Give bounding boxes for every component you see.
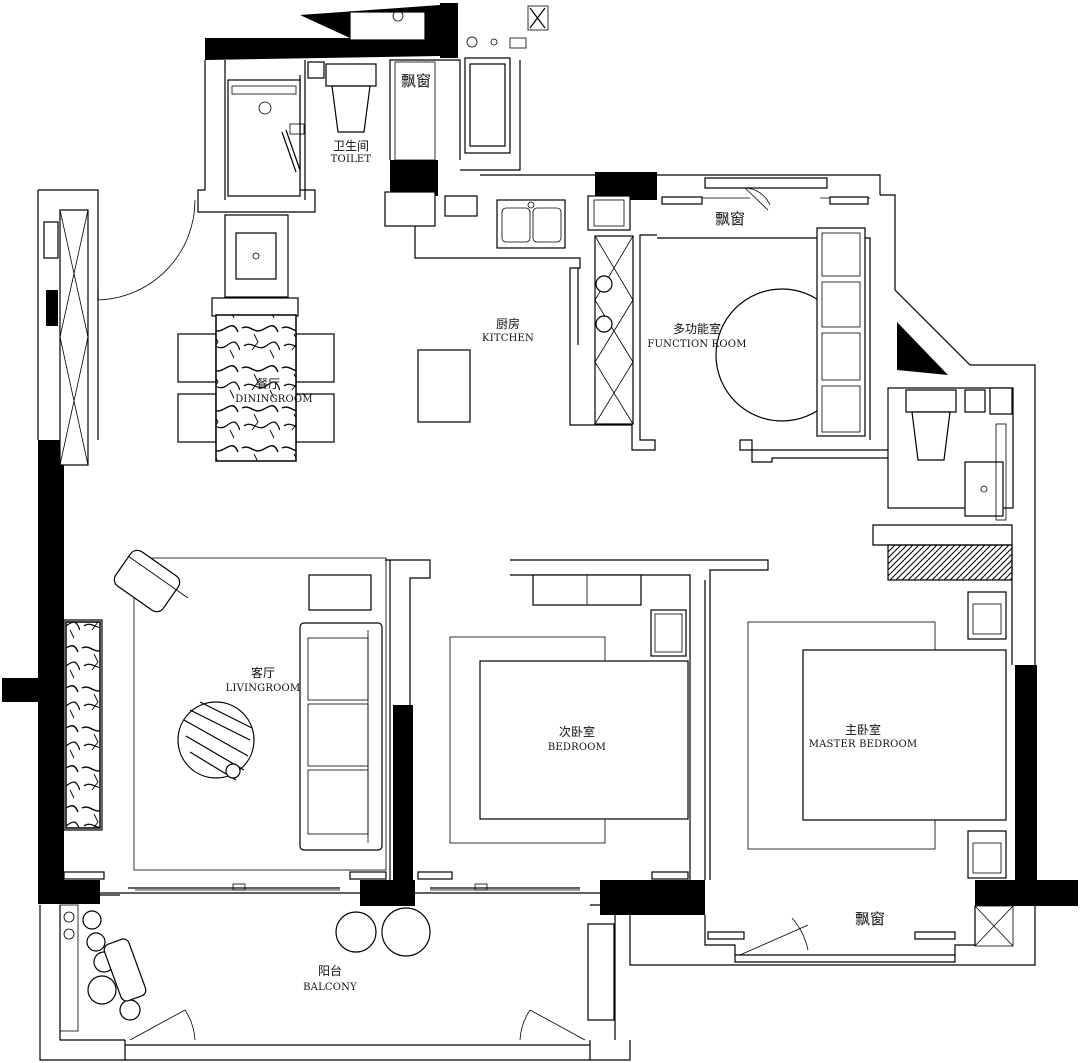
living-room: 客厅 LIVINGROOM [63, 549, 387, 871]
window-markers [63, 196, 956, 940]
sliding-doors [135, 883, 580, 891]
master-toilet [905, 389, 957, 461]
bedroom-label-en: BEDROOM [548, 742, 606, 753]
sofa [299, 622, 383, 851]
kitchen-label-zh: 厨房 [496, 316, 520, 331]
round-rug [177, 701, 255, 781]
bookshelf [816, 227, 866, 437]
toilet-label-zh: 卫生间 [333, 139, 369, 153]
function-room: 飘窗 多功能室 FUNCTION ROOM [647, 177, 948, 437]
kitchen-room: 厨房 KITCHEN [384, 191, 634, 425]
bay-window-master-label: 飘窗 [855, 910, 885, 928]
master-bedroom-label-zh: 主卧室 [845, 722, 881, 737]
function-room-label-en: FUNCTION ROOM [647, 339, 746, 350]
bay-window-top-label: 飘窗 [401, 72, 431, 90]
kitchen-label-en: KITCHEN [482, 333, 534, 344]
living-label-zh: 客厅 [251, 665, 275, 680]
bedroom-room: 次卧室 BEDROOM [449, 574, 689, 844]
dining-label-en: DININGROOM [235, 394, 313, 405]
master-bedroom-room: 主卧室 MASTER BEDROOM 飘窗 [739, 591, 1014, 956]
balcony-label-en: BALCONY [303, 982, 357, 993]
living-label-en: LIVINGROOM [226, 683, 301, 694]
stove-counter [594, 235, 634, 425]
master-bath [887, 387, 1014, 581]
exterior-walls [2, 3, 1078, 1061]
toilet-label-en: TOILET [331, 154, 372, 165]
dining-room: 餐厅 DININGROOM [43, 199, 335, 466]
master-bedroom-label-en: MASTER BEDROOM [809, 739, 918, 750]
bedroom-label-zh: 次卧室 [559, 724, 595, 739]
balcony-area: 阳台 BALCONY [59, 904, 615, 1041]
dining-label-zh: 餐厅 [256, 376, 280, 391]
interior-outline [37, 59, 1036, 1040]
armchair [113, 549, 189, 613]
bay-window-function-label: 飘窗 [715, 210, 745, 228]
kitchen-sink [496, 199, 566, 249]
toilet-room: 卫生间 TOILET 飘窗 [224, 5, 549, 298]
function-room-label-zh: 多功能室 [673, 321, 721, 336]
balcony-label-zh: 阳台 [318, 963, 342, 978]
toilet-fixture [325, 63, 377, 133]
